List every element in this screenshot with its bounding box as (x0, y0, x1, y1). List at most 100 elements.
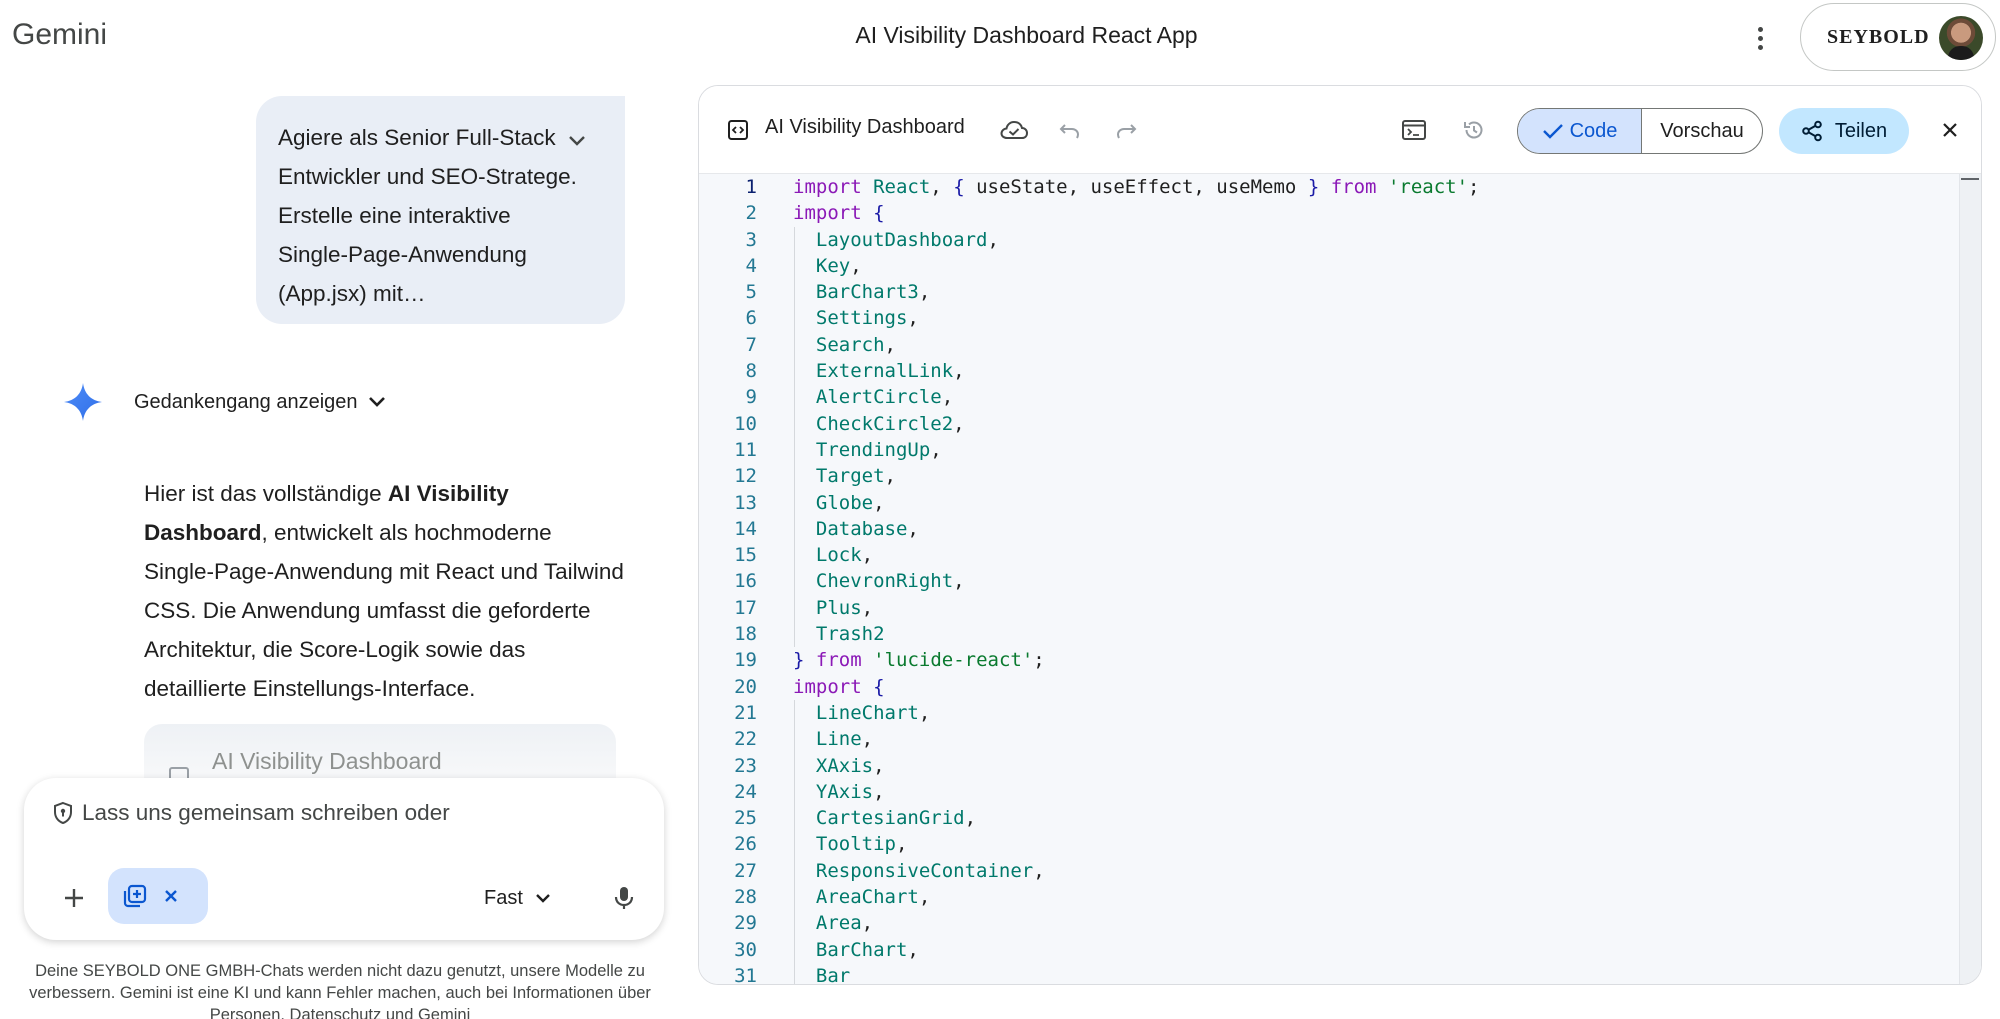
code-token (793, 570, 816, 592)
code-preview-toggle: Code Vorschau (1517, 108, 1763, 154)
version-history-button[interactable] (1457, 113, 1491, 147)
chevron-down-icon (536, 894, 550, 903)
code-token (793, 334, 816, 356)
code-text: import { (793, 674, 885, 700)
code-token: from (815, 649, 862, 672)
code-token: , (861, 728, 874, 751)
code-text: CheckCircle2, (793, 411, 965, 437)
code-token: , (861, 912, 874, 935)
tab-code[interactable]: Code (1518, 109, 1642, 153)
code-token (793, 465, 816, 487)
prompt-input[interactable] (82, 800, 602, 826)
code-token: Line (815, 728, 862, 751)
code-token (862, 202, 873, 224)
code-token: ; (1033, 649, 1045, 672)
code-text: Tooltip, (793, 831, 908, 857)
chat-title[interactable]: AI Visibility Dashboard React App (855, 22, 1198, 48)
code-line: 26 Tooltip, (699, 831, 1961, 857)
indent-guide (794, 700, 795, 984)
code-token: CartesianGrid (815, 807, 965, 830)
show-thinking-button[interactable]: Gedankengang anzeigen (134, 384, 386, 420)
code-token: Search (815, 333, 885, 356)
plus-icon (65, 889, 83, 907)
code-token (793, 807, 816, 829)
microphone-button[interactable] (604, 878, 644, 918)
code-token (793, 360, 816, 382)
code-token: AlertCircle (815, 386, 942, 409)
code-token: ; (1468, 176, 1480, 198)
share-button[interactable]: Teilen (1779, 108, 1909, 154)
console-button[interactable] (1397, 113, 1431, 147)
code-token (793, 965, 816, 984)
code-token: { (953, 176, 965, 198)
code-text: AreaChart, (793, 884, 930, 910)
line-number: 25 (734, 807, 757, 830)
code-token (793, 492, 816, 514)
code-line: 10 CheckCircle2, (699, 411, 1961, 437)
canvas-title[interactable]: AI Visibility Dashboard (765, 116, 965, 138)
artifact-card[interactable]: AI Visibility Dashboard (144, 724, 616, 784)
code-token: LineChart (815, 701, 919, 724)
code-line: 6 Settings, (699, 305, 1961, 331)
share-label: Teilen (1834, 119, 1888, 142)
answer-text-rest: , entwickelt als hochmoderne Single-Page… (144, 520, 624, 701)
line-number: 16 (734, 570, 757, 593)
redo-button[interactable] (1109, 113, 1143, 147)
editor-scrollbar[interactable] (1959, 174, 1981, 984)
code-token: } (1307, 176, 1320, 198)
code-line: 23 XAxis, (699, 753, 1961, 779)
code-line: 25 CartesianGrid, (699, 805, 1961, 831)
check-icon (1542, 124, 1563, 139)
code-text: Lock, (793, 542, 873, 568)
code-text: AlertCircle, (793, 384, 953, 410)
code-line: 9 AlertCircle, (699, 384, 1961, 410)
code-text: Search, (793, 332, 896, 358)
line-number: 21 (734, 701, 757, 724)
code-line: 31 Bar (699, 963, 1961, 985)
top-bar: Gemini AI Visibility Dashboard React App… (0, 0, 2000, 76)
code-token: ExternalLink (815, 360, 954, 383)
add-files-button[interactable] (54, 878, 94, 918)
tab-code-label: Code (1569, 119, 1618, 142)
code-token: } (793, 649, 805, 672)
code-token: AreaChart (815, 886, 919, 909)
line-number: 19 (734, 649, 757, 672)
code-token: , (850, 254, 862, 277)
code-token: , (861, 544, 874, 567)
code-token (862, 676, 873, 698)
undo-button[interactable] (1053, 113, 1087, 147)
code-token: Database (815, 517, 908, 540)
code-line: 28 AreaChart, (699, 884, 1961, 910)
model-picker[interactable]: Fast (484, 878, 551, 918)
close-panel-button[interactable] (1933, 113, 1967, 147)
model-label: Fast (484, 886, 523, 909)
cloud-sync-button[interactable] (997, 113, 1031, 147)
mic-icon (614, 887, 634, 909)
code-line: 24 YAxis, (699, 779, 1961, 805)
code-text: Area, (793, 910, 873, 936)
canvas-tool-chip[interactable] (108, 868, 208, 924)
tab-preview[interactable]: Vorschau (1642, 109, 1762, 153)
code-token (1376, 176, 1387, 198)
more-vert-icon-dot (1757, 44, 1763, 50)
line-number: 8 (745, 360, 757, 383)
account-switcher[interactable]: SEYBOLD (1800, 3, 1996, 71)
code-text: YAxis, (793, 779, 885, 805)
scrollbar-marker (1961, 178, 1979, 180)
code-token: , (873, 780, 885, 803)
line-number: 5 (745, 281, 757, 304)
expand-prompt-button[interactable] (562, 126, 592, 156)
code-token (793, 518, 816, 540)
more-options-button[interactable] (1740, 18, 1780, 58)
account-name: SEYBOLD (1827, 25, 1930, 48)
code-token (793, 544, 816, 566)
line-number: 31 (734, 964, 757, 985)
code-token (793, 439, 816, 461)
close-icon[interactable] (164, 889, 178, 903)
cloud-done-icon (1000, 120, 1029, 139)
code-token: Globe (815, 491, 874, 514)
gemini-logo[interactable]: Gemini (12, 18, 108, 51)
